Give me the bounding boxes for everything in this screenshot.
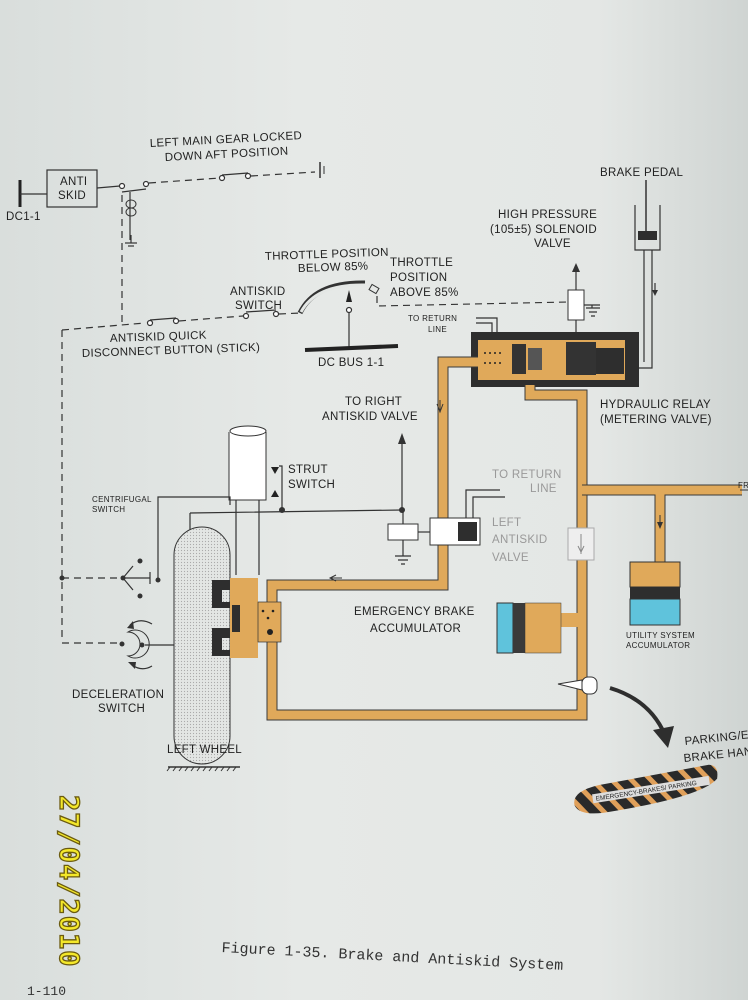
gear-locked-switch: LEFT MAIN GEAR LOCKED DOWN AFT POSITION <box>148 130 325 184</box>
parking-brake-handle: EMERGENCY-BRAKES/ PARKING <box>574 764 718 814</box>
right-antiskid-label: TO RIGHT <box>345 396 402 408</box>
left-antiskid-label: LEFT <box>492 517 521 529</box>
centrifugal-switch: CENTRIFUGAL SWITCH <box>59 495 231 599</box>
relay-coil <box>121 192 137 322</box>
dc-bus-label: DC BUS 1-1 <box>318 357 384 369</box>
parking-handle-label: PARKING/EMER <box>684 727 748 748</box>
antiskid-box-label: SKID <box>58 190 86 202</box>
parking-brake-valve: PARKING/EMER BRAKE HANDLE <box>557 676 748 765</box>
antiskid-switch-label: SWITCH <box>235 300 282 312</box>
return-line-label: LINE <box>530 483 557 495</box>
right-antiskid-valve-line: TO RIGHT ANTISKID VALVE <box>322 396 418 510</box>
return-line-label: TO RETURN <box>408 314 457 323</box>
throttle-switch: THROTTLE POSITION BELOW 85% THROTTLE POS… <box>265 247 569 369</box>
strut-switch-label: SWITCH <box>288 479 335 491</box>
emergency-brake-accumulator: EMERGENCY BRAKE ACCUMULATOR <box>354 602 562 654</box>
emergency-accumulator-label: EMERGENCY BRAKE <box>354 606 475 618</box>
throttle-above-label: POSITION <box>390 272 447 284</box>
utility-accumulator-label: UTILITY SYSTEM <box>626 631 695 640</box>
left-antiskid-label: VALVE <box>492 552 529 564</box>
high-pressure-solenoid-valve: HIGH PRESSURE (105±5) SOLENOID VALVE <box>490 209 600 345</box>
emergency-accumulator-label: ACCUMULATOR <box>370 623 461 635</box>
left-antiskid-valve: TO RETURN LINE LEFT ANTISKID VALVE <box>387 469 595 565</box>
throttle-below-label: BELOW 85% <box>298 261 369 275</box>
deceleration-label: DECELERATION <box>72 689 164 701</box>
from-utility-label: FR <box>738 481 748 490</box>
deceleration-label: SWITCH <box>98 703 145 715</box>
strut: STRUT SWITCH <box>189 425 405 645</box>
throttle-above-label: THROTTLE <box>390 257 453 269</box>
hydraulic-relay: TO RETURN LINE HYDRAULIC RELAY (METERING… <box>408 314 712 426</box>
brake-assembly <box>212 578 282 658</box>
centrifugal-label: CENTRIFUGAL <box>92 495 152 504</box>
utility-accumulator-label: ACCUMULATOR <box>626 641 690 650</box>
utility-system-accumulator: UTILITY SYSTEM ACCUMULATOR <box>626 561 695 650</box>
centrifugal-label: SWITCH <box>92 505 125 514</box>
date-stamp: 27/04/2010 <box>52 794 84 968</box>
deceleration-switch: DECELERATION SWITCH <box>62 620 190 715</box>
hydraulic-lines: FR <box>266 356 748 721</box>
antiskid-box-label: ANTI <box>60 176 87 188</box>
quick-disconnect-label: ANTISKID QUICK <box>110 330 207 345</box>
solenoid-label: HIGH PRESSURE <box>498 209 597 221</box>
right-antiskid-label: ANTISKID VALVE <box>322 411 418 423</box>
antiskid-control-box: ANTI SKID DC1-1 <box>6 169 150 223</box>
brake-pedal-label: BRAKE PEDAL <box>600 167 683 179</box>
throttle-above-label: ABOVE 85% <box>390 287 459 299</box>
hydraulic-relay-label: HYDRAULIC RELAY <box>600 399 711 411</box>
quick-disconnect-label: DISCONNECT BUTTON (STICK) <box>82 342 261 360</box>
antiskid-circuit: ANTISKID QUICK DISCONNECT BUTTON (STICK)… <box>61 286 301 640</box>
return-line-label: TO RETURN <box>492 469 562 481</box>
solenoid-label: VALVE <box>534 238 571 250</box>
return-line-label: LINE <box>428 325 447 334</box>
left-wheel-label: LEFT WHEEL <box>167 744 242 756</box>
antiskid-switch-label: ANTISKID <box>230 286 285 298</box>
throttle-below-label: THROTTLE POSITION <box>265 247 389 263</box>
dc1-label: DC1-1 <box>6 211 41 223</box>
solenoid-label: (105±5) SOLENOID <box>490 224 597 236</box>
left-antiskid-label: ANTISKID <box>492 534 547 546</box>
gear-locked-label: DOWN AFT POSITION <box>165 146 289 164</box>
hydraulic-relay-label: (METERING VALVE) <box>600 414 712 426</box>
page-number: 1-110 <box>27 984 67 999</box>
strut-switch-label: STRUT <box>288 464 328 476</box>
brake-pedal: BRAKE PEDAL <box>600 167 683 369</box>
